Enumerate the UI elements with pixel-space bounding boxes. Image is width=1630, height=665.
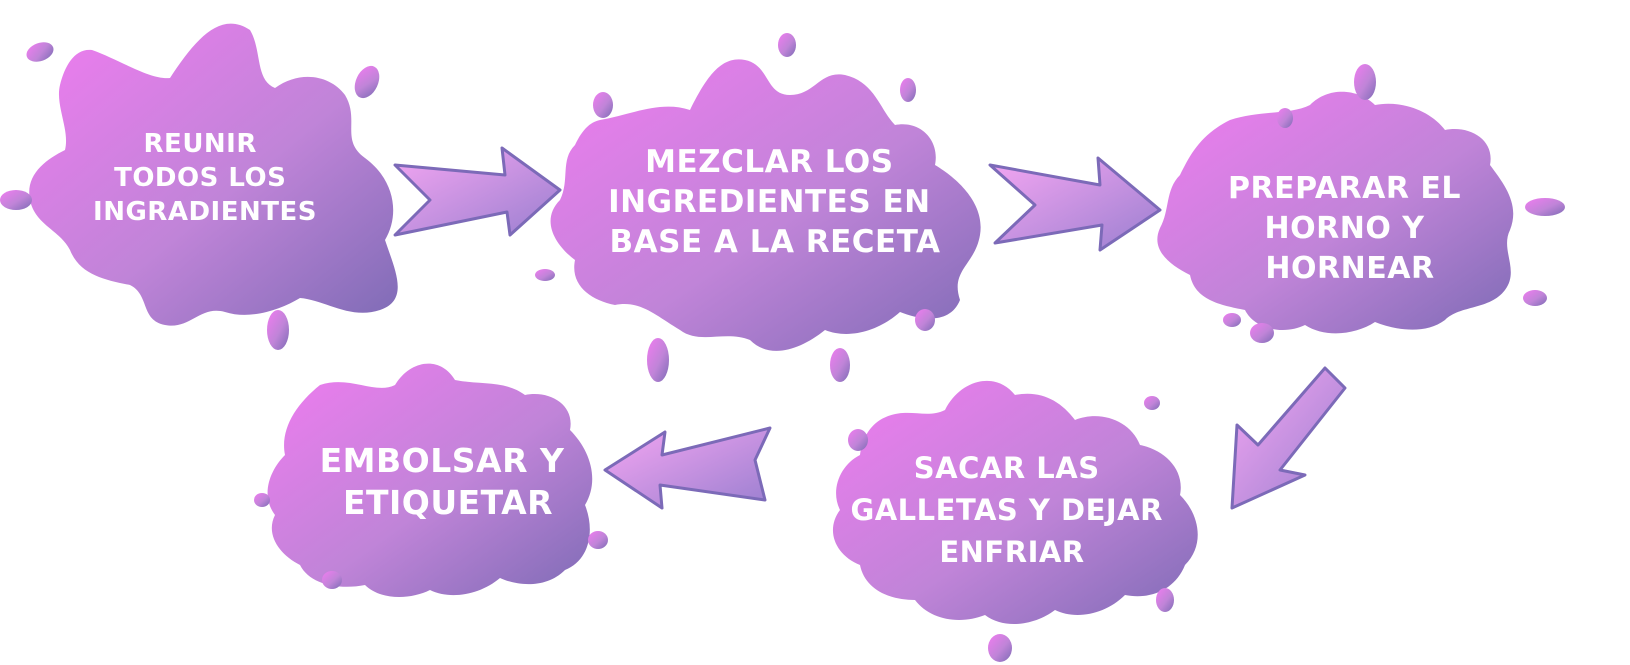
step-4-line-2: GALLETAS Y DEJAR	[850, 493, 1163, 527]
step-1-line-2: TODOS LOS	[114, 163, 286, 193]
step-3-line-3: HORNEAR	[1265, 251, 1434, 286]
arrow-1-to-2	[395, 148, 560, 235]
step-5-line-1: EMBOLSAR Y	[320, 441, 565, 480]
step-2-line-2: INGREDIENTES EN	[608, 184, 930, 220]
step-2-line-1: MEZCLAR LOS	[645, 144, 894, 180]
step-1-line-3: INGRADIENTES	[93, 197, 317, 227]
step-2-line-3: BASE A LA RECETA	[610, 224, 941, 260]
splash-step-5	[254, 364, 608, 597]
step-2-label: MEZCLAR LOS INGREDIENTES EN BASE A LA RE…	[608, 144, 942, 260]
step-4-line-3: ENFRIAR	[939, 535, 1084, 569]
arrow-3-to-4	[1232, 368, 1345, 508]
arrow-4-to-5	[605, 428, 770, 508]
step-3-line-1: PREPARAR EL	[1228, 171, 1461, 206]
step-1-line-1: REUNIR	[144, 129, 257, 159]
step-5-line-2: ETIQUETAR	[343, 483, 553, 522]
arrow-2-to-3	[990, 158, 1160, 250]
step-3-line-2: HORNO Y	[1265, 211, 1426, 246]
step-4-line-1: SACAR LAS	[914, 451, 1100, 485]
